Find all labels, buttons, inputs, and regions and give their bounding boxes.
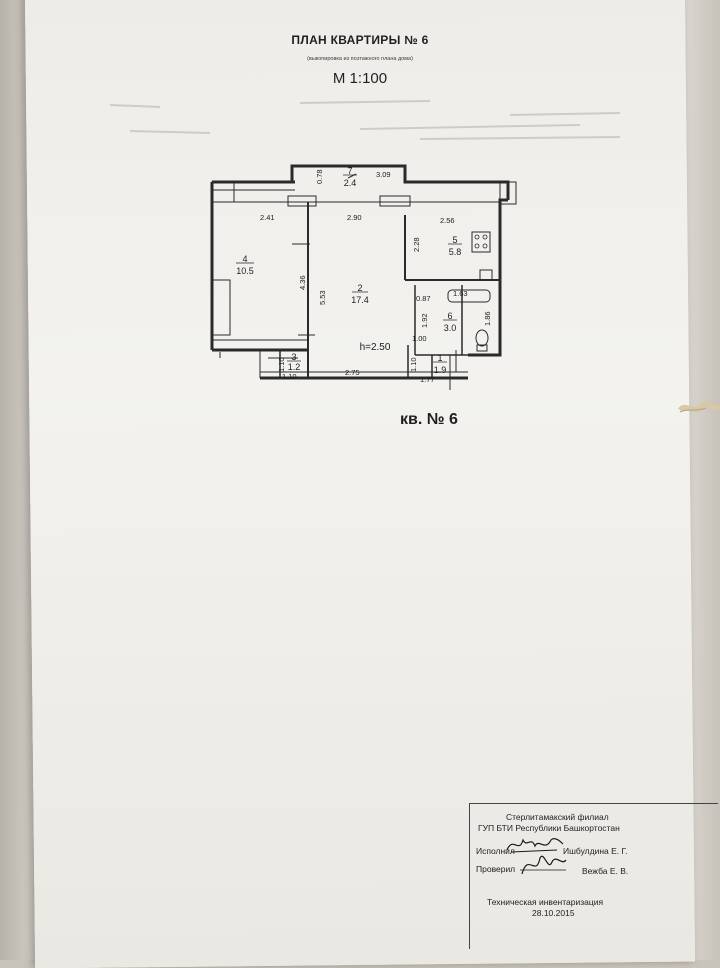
room-2-number: 2 <box>357 283 362 293</box>
room-7-area: 2.4 <box>344 178 357 188</box>
room-4-area: 10.5 <box>236 266 254 276</box>
dim-1-86: 1.86 <box>483 311 492 326</box>
room-5-area: 5.8 <box>449 247 462 257</box>
apartment-label: кв. № 6 <box>400 411 458 428</box>
dim-5-53: 5.53 <box>318 290 327 305</box>
dim-2-90: 2.90 <box>347 213 362 222</box>
inventory-label: Техническая инвентаризация <box>487 897 604 907</box>
room-6-area: 3.0 <box>444 323 457 333</box>
dim-0-78: 0.78 <box>315 169 324 184</box>
dim-1-63: 1.63 <box>453 289 468 298</box>
plan-subtitle: (выкопировка из поэтажного плана дома) <box>307 56 413 62</box>
binding-string <box>678 401 720 413</box>
plan-title: ПЛАН КВАРТИРЫ № 6 <box>291 33 429 47</box>
dim-2-75: 2.75 <box>345 368 360 377</box>
checker-signature <box>520 855 567 875</box>
executor-signature <box>506 838 564 853</box>
org-line-2: ГУП БТИ Республики Башкортостан <box>478 823 620 833</box>
dim-1-10-b: 1.10 <box>282 372 297 381</box>
dim-1-10-c: 1.10 <box>409 357 418 372</box>
org-line-1: Стерлитамакский филиал <box>506 812 609 822</box>
room-7-number: 7 <box>347 166 352 176</box>
room-1-area: 1.9 <box>434 365 447 375</box>
room-3-area: 1.2 <box>288 362 301 372</box>
dim-0-87: 0.87 <box>416 294 431 303</box>
bleed-through-lines <box>109 100 621 140</box>
plan-scale: М 1:100 <box>332 70 388 87</box>
inventory-date: 28.10.2015 <box>532 908 575 918</box>
dim-1-00: 1.00 <box>412 334 427 343</box>
dim-2-28: 2.28 <box>412 237 421 252</box>
executor-name: Ишбулдина Е. Г. <box>563 846 628 856</box>
executor-label: Исполнил <box>476 846 515 856</box>
dim-1-77: 1.77 <box>420 375 435 384</box>
ceiling-height: h=2.50 <box>360 342 391 353</box>
title-block <box>469 803 718 949</box>
checker-name: Вежба Е. В. <box>582 866 629 876</box>
room-5-number: 5 <box>452 235 457 245</box>
room-2-area: 17.4 <box>351 295 369 305</box>
room-4-number: 4 <box>242 254 247 264</box>
room-3-number: 3 <box>291 352 296 362</box>
floor-plan: 7 2.4 2 17.4 5 5.8 4 10.5 6 3.0 3 1.2 1 … <box>210 164 517 390</box>
dim-3-09: 3.09 <box>376 170 391 179</box>
dim-2-56: 2.56 <box>440 216 455 225</box>
room-1-number: 1 <box>437 353 442 363</box>
dim-1-92: 1.92 <box>420 313 429 328</box>
dim-2-41: 2.41 <box>260 213 275 222</box>
checker-label: Проверил <box>476 864 516 874</box>
dim-4-36: 4.36 <box>298 275 307 290</box>
room-6-number: 6 <box>447 311 452 321</box>
dim-1-10-a: 1.10 <box>277 357 286 372</box>
